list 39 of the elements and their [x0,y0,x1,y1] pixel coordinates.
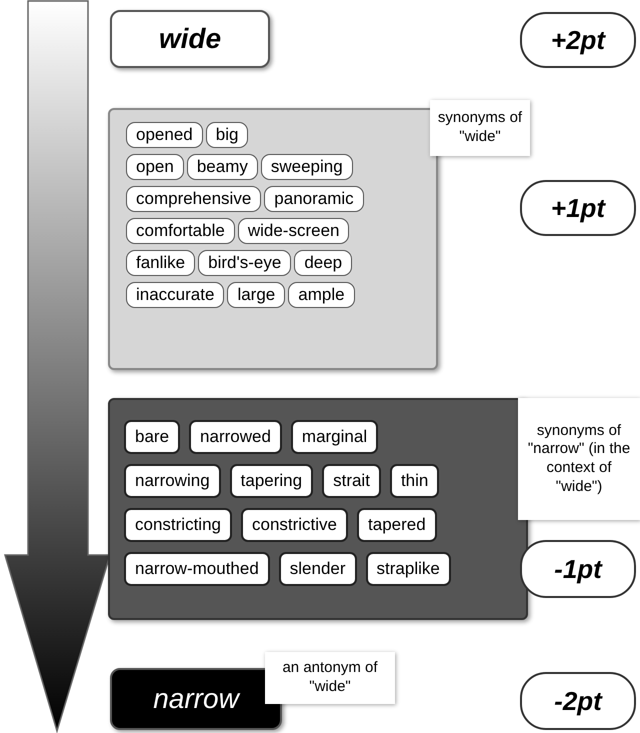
word-tag: ample [288,282,355,308]
word-tag: slender [278,552,357,586]
word-tag: large [227,282,286,308]
word-tag: big [206,122,248,148]
word-tag: opened [126,122,203,148]
word-tag: deep [294,250,352,276]
point-value-badge: +2pt [520,12,636,68]
word-tag: narrowed [189,420,282,454]
synonym-panel [108,108,438,370]
note-box: an antonym of "wide" [265,652,395,704]
word-tag: tapering [230,464,314,498]
word-tag: marginal [290,420,378,454]
word-tag: constricting [124,508,232,542]
word-tag: beamy [186,154,258,180]
scale-end-box: narrow [110,668,282,730]
word-tag: bird's-eye [198,250,292,276]
word-tag: constrictive [240,508,348,542]
scale-end-box: wide [110,10,270,68]
word-tag: fanlike [126,250,196,276]
word-tag: narrowing [124,464,221,498]
word-tag: panoramic [264,186,364,212]
word-tag: comprehensive [126,186,262,212]
point-value-badge: -2pt [520,672,636,730]
word-tag: strait [322,464,381,498]
word-tag: thin [390,464,440,498]
word-tag: inaccurate [126,282,224,308]
word-tag: narrow-mouthed [124,552,270,586]
synonym-panel [108,398,528,620]
word-tag: tapered [357,508,437,542]
note-box: synonyms of "wide" [430,100,530,156]
word-tag: wide-screen [238,218,350,244]
word-tag: comfortable [126,218,235,244]
word-tag: sweeping [260,154,353,180]
note-box: synonyms of "narrow" (in the context of "wide") [518,398,640,520]
word-tag: open [126,154,184,180]
point-value-badge: -1pt [520,540,636,598]
point-value-badge: +1pt [520,180,636,236]
word-tag: bare [124,420,180,454]
word-tag: straplike [366,552,451,586]
